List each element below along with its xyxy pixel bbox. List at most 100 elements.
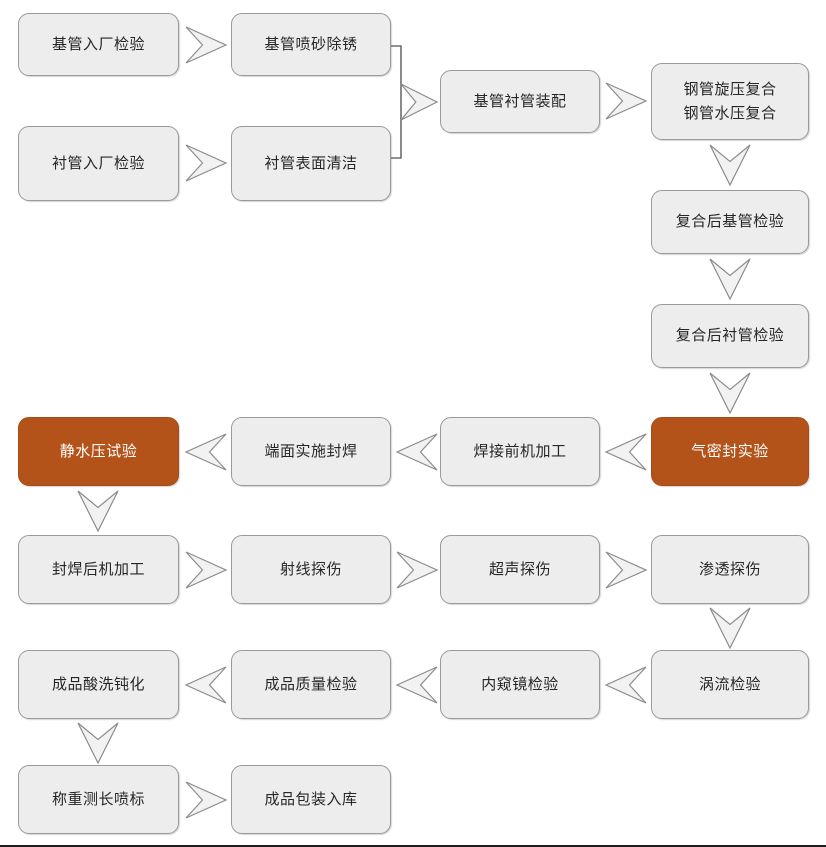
arrow-left-icon [395, 433, 438, 471]
process-node-label: 衬管表面清洁 [264, 152, 357, 175]
process-node-label-line: 气密封实验 [691, 441, 769, 460]
process-node-label-line: 封焊后机加工 [51, 559, 145, 578]
process-node-label: 基管入厂检验 [52, 33, 145, 56]
process-node-n10[interactable]: 焊接前机加工 [440, 417, 600, 486]
merge-bracket-line [391, 45, 402, 159]
process-node-label: 成品包装入库 [264, 788, 357, 811]
connector-arrow-right-c12 [184, 550, 228, 590]
process-node-label-line: 基管衬管装配 [473, 91, 567, 110]
process-node-n9[interactable]: 气密封实验 [651, 417, 809, 486]
process-node-n14[interactable]: 射线探伤 [231, 535, 391, 604]
process-node-n5[interactable]: 基管衬管装配 [440, 70, 600, 133]
arrow-right-icon [396, 551, 439, 589]
process-node-label: 气密封实验 [691, 440, 769, 463]
arrow-right-icon [400, 83, 439, 121]
process-node-n4[interactable]: 衬管表面清洁 [231, 126, 391, 201]
arrow-down-icon [709, 144, 751, 187]
arrow-right-icon [185, 781, 228, 819]
process-node-label-line: 射线探伤 [279, 559, 342, 578]
connector-arrow-right-c20 [184, 780, 228, 820]
process-node-label-line: 基管喷砂除锈 [264, 34, 358, 53]
arrow-left-icon [184, 666, 227, 704]
arrow-left-icon [395, 666, 438, 704]
connector-arrow-left-c16 [604, 665, 648, 705]
arrow-right-icon [185, 26, 228, 64]
process-node-label: 焊接前机加工 [473, 440, 566, 463]
process-node-label: 端面实施封焊 [264, 440, 357, 463]
process-node-n12[interactable]: 静水压试验 [18, 417, 179, 486]
connector-merge-bracket-right-c3 [391, 42, 440, 162]
arrow-left-icon [184, 433, 227, 471]
process-node-n2[interactable]: 基管喷砂除锈 [231, 13, 391, 76]
process-node-label-line: 成品质量检验 [264, 674, 358, 693]
connector-arrow-left-c10 [184, 432, 228, 472]
process-node-n15[interactable]: 超声探伤 [440, 535, 600, 604]
connector-arrow-left-c8 [604, 432, 648, 472]
connector-arrow-down-c15 [708, 606, 752, 650]
connector-arrow-left-c18 [184, 665, 228, 705]
process-node-label-line: 称重测长喷标 [51, 789, 145, 808]
process-node-label: 射线探伤 [280, 558, 342, 581]
process-node-label-line: 钢管水压复合 [683, 103, 777, 122]
process-node-label: 成品质量检验 [264, 673, 357, 696]
process-node-label-line: 焊接前机加工 [473, 441, 567, 460]
process-node-label-line: 超声探伤 [488, 559, 551, 578]
process-node-label-line: 复合后基管检验 [675, 212, 785, 231]
process-node-label: 静水压试验 [60, 440, 138, 463]
process-node-label-line: 成品酸洗钝化 [51, 674, 145, 693]
arrow-down-icon [77, 722, 119, 765]
process-node-label-line: 内窥镜检验 [481, 674, 559, 693]
process-node-label: 基管衬管装配 [473, 90, 566, 113]
process-node-n20[interactable]: 成品酸洗钝化 [18, 650, 179, 719]
process-node-label: 渗透探伤 [699, 558, 761, 581]
process-node-n22[interactable]: 成品包装入库 [231, 765, 391, 834]
connector-arrow-right-c1 [184, 25, 228, 65]
process-node-n19[interactable]: 成品质量检验 [231, 650, 391, 719]
process-node-label: 超声探伤 [489, 558, 551, 581]
process-node-label-line: 复合后衬管检验 [675, 326, 785, 345]
process-node-label: 钢管旋压复合钢管水压复合 [683, 78, 776, 125]
process-node-label-line: 端面实施封焊 [264, 441, 358, 460]
arrow-left-icon [604, 433, 647, 471]
process-node-label-line: 基管入厂检验 [51, 34, 145, 53]
process-node-label: 内窥镜检验 [481, 673, 559, 696]
arrow-right-icon [185, 551, 228, 589]
connector-arrow-down-c11 [76, 489, 120, 533]
process-node-label-line: 涡流检验 [698, 674, 761, 693]
connector-arrow-right-c4 [604, 81, 648, 121]
connector-arrow-right-c14 [604, 550, 648, 590]
arrow-down-icon [709, 372, 751, 415]
process-node-n7[interactable]: 复合后基管检验 [651, 190, 809, 254]
arrow-down-icon [77, 490, 119, 533]
process-node-n16[interactable]: 渗透探伤 [651, 535, 809, 604]
process-node-n1[interactable]: 基管入厂检验 [18, 13, 179, 76]
process-node-label: 成品酸洗钝化 [52, 673, 145, 696]
arrow-right-icon [605, 82, 648, 120]
process-node-n11[interactable]: 端面实施封焊 [231, 417, 391, 486]
process-node-n8[interactable]: 复合后衬管检验 [651, 304, 809, 368]
connector-arrow-down-c5 [708, 143, 752, 187]
process-node-n21[interactable]: 称重测长喷标 [18, 765, 179, 834]
process-node-n6[interactable]: 钢管旋压复合钢管水压复合 [651, 63, 809, 140]
process-node-n17[interactable]: 涡流检验 [651, 650, 809, 719]
process-node-label: 称重测长喷标 [52, 788, 145, 811]
process-node-label: 涡流检验 [699, 673, 761, 696]
arrow-left-icon [604, 666, 647, 704]
connector-arrow-left-c9 [395, 432, 439, 472]
process-node-label-line: 渗透探伤 [698, 559, 761, 578]
connector-arrow-right-c13 [395, 550, 439, 590]
process-node-label-line: 成品包装入库 [264, 789, 358, 808]
connector-arrow-right-c2 [184, 143, 228, 183]
process-node-label-line: 衬管表面清洁 [264, 153, 358, 172]
process-node-n13[interactable]: 封焊后机加工 [18, 535, 179, 604]
process-node-label: 封焊后机加工 [52, 558, 145, 581]
connector-arrow-down-c7 [708, 371, 752, 415]
process-node-label: 衬管入厂检验 [52, 152, 145, 175]
process-node-label: 基管喷砂除锈 [264, 33, 357, 56]
connector-arrow-down-c19 [76, 721, 120, 765]
process-node-n3[interactable]: 衬管入厂检验 [18, 126, 179, 201]
process-node-n18[interactable]: 内窥镜检验 [440, 650, 600, 719]
connector-arrow-left-c17 [395, 665, 439, 705]
arrow-right-icon [605, 551, 648, 589]
